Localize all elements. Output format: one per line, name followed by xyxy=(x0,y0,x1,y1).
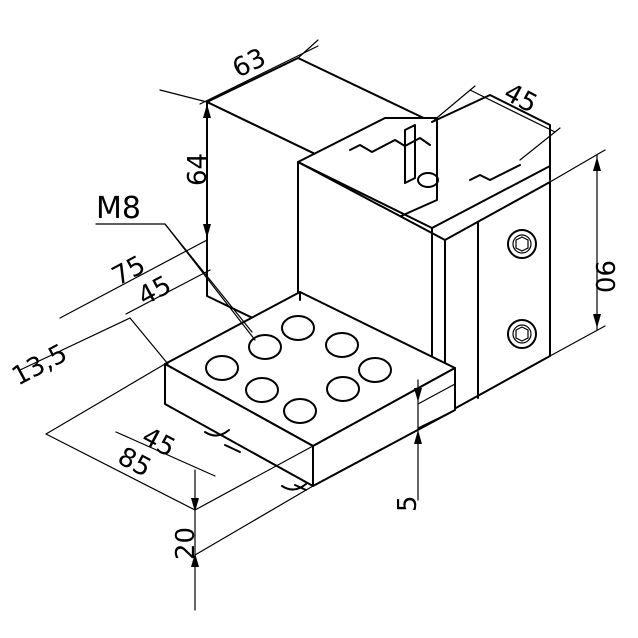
m8-hole-2 xyxy=(325,332,359,358)
m8-hole-6 xyxy=(326,376,360,402)
dim-90: 90 xyxy=(549,149,619,357)
dim-20: 20 xyxy=(171,445,314,611)
dim-20-text: 20 xyxy=(171,527,201,560)
dim-90-arrow-top xyxy=(593,157,601,171)
hole-pattern xyxy=(205,315,392,424)
slot-screw-head xyxy=(417,172,439,188)
dim-63-line xyxy=(199,45,319,105)
slot-insert xyxy=(404,124,416,184)
m8-hole-4 xyxy=(358,357,392,383)
dim-13-5: 13,5 xyxy=(7,317,169,393)
dim-5-arrow-bottom xyxy=(414,430,422,444)
dim-90-arrow-bottom xyxy=(593,314,601,328)
slot-edge-top xyxy=(349,137,431,153)
m8-hole-7 xyxy=(245,377,279,403)
dim-20-ext-a xyxy=(194,445,314,511)
dim-45-top-ext-a xyxy=(431,85,476,123)
dim-64-arrow-top xyxy=(203,104,211,118)
m8-hole-3 xyxy=(248,334,282,360)
front-block-side-face xyxy=(444,181,551,415)
dim-45-top: 45 xyxy=(431,78,561,161)
dim-20-arrow-top xyxy=(191,498,199,512)
dim-20-arrow-bottom xyxy=(191,553,199,567)
m8-hole-5 xyxy=(205,355,239,381)
dim-45-top-line xyxy=(469,89,556,133)
front-block-top-edge xyxy=(297,161,551,229)
dim-64: 64 xyxy=(183,101,213,241)
dim-75: 75 xyxy=(59,239,208,319)
screw-lower-head xyxy=(507,319,537,349)
right-rail-step xyxy=(469,164,521,181)
dim-45-lower-line xyxy=(115,431,216,477)
dim-85-line xyxy=(45,433,196,511)
screw-lower-socket xyxy=(512,324,532,344)
dim-63-ext-a xyxy=(159,89,208,103)
side-screw-lower xyxy=(507,319,537,349)
screw-upper-socket xyxy=(512,234,532,254)
screw-upper-head xyxy=(507,229,537,259)
dim-13-5-text: 13,5 xyxy=(7,339,72,393)
dim-5-text: 5 xyxy=(393,495,423,512)
dim-64-text: 64 xyxy=(183,153,213,186)
m8-leader-line-b xyxy=(164,223,256,341)
dim-5-arrow-top xyxy=(414,388,422,402)
dim-20-ext-b xyxy=(194,485,314,556)
m8-callout-label: M8 xyxy=(96,191,141,226)
dim-90-ext-top xyxy=(549,149,606,183)
m8-hole-1 xyxy=(281,315,315,341)
dim-45-top-text: 45 xyxy=(499,78,542,120)
dim-45-top-ext-b xyxy=(519,127,561,161)
dim-5-ext-a xyxy=(417,383,456,405)
dim-64-arrow-bottom xyxy=(203,224,211,238)
dim-90-ext-bottom xyxy=(549,325,606,357)
dim-13-5-line xyxy=(19,317,131,371)
base-plate-clip-b xyxy=(294,484,307,491)
dim-85-ext xyxy=(45,363,166,435)
dim-13-5-ext xyxy=(129,317,169,365)
dim-5-ext-b xyxy=(417,409,456,429)
right-rail-top xyxy=(431,94,551,181)
dim-63-ext-b xyxy=(297,39,319,59)
screw-upper-hex xyxy=(515,236,529,252)
dim-75-line xyxy=(59,239,208,319)
base-plate-clip-a xyxy=(224,444,241,453)
m8-hole-8 xyxy=(283,398,317,424)
base-plate xyxy=(164,291,456,491)
screw-lower-hex xyxy=(515,326,529,342)
base-plate-under-clips xyxy=(204,429,307,491)
dim-90-text: 90 xyxy=(589,260,619,293)
side-screw-upper xyxy=(507,229,537,259)
dim-5: 5 xyxy=(393,379,456,512)
m8-callout: M8 xyxy=(95,191,256,341)
dim-45-upper-line xyxy=(125,269,211,315)
